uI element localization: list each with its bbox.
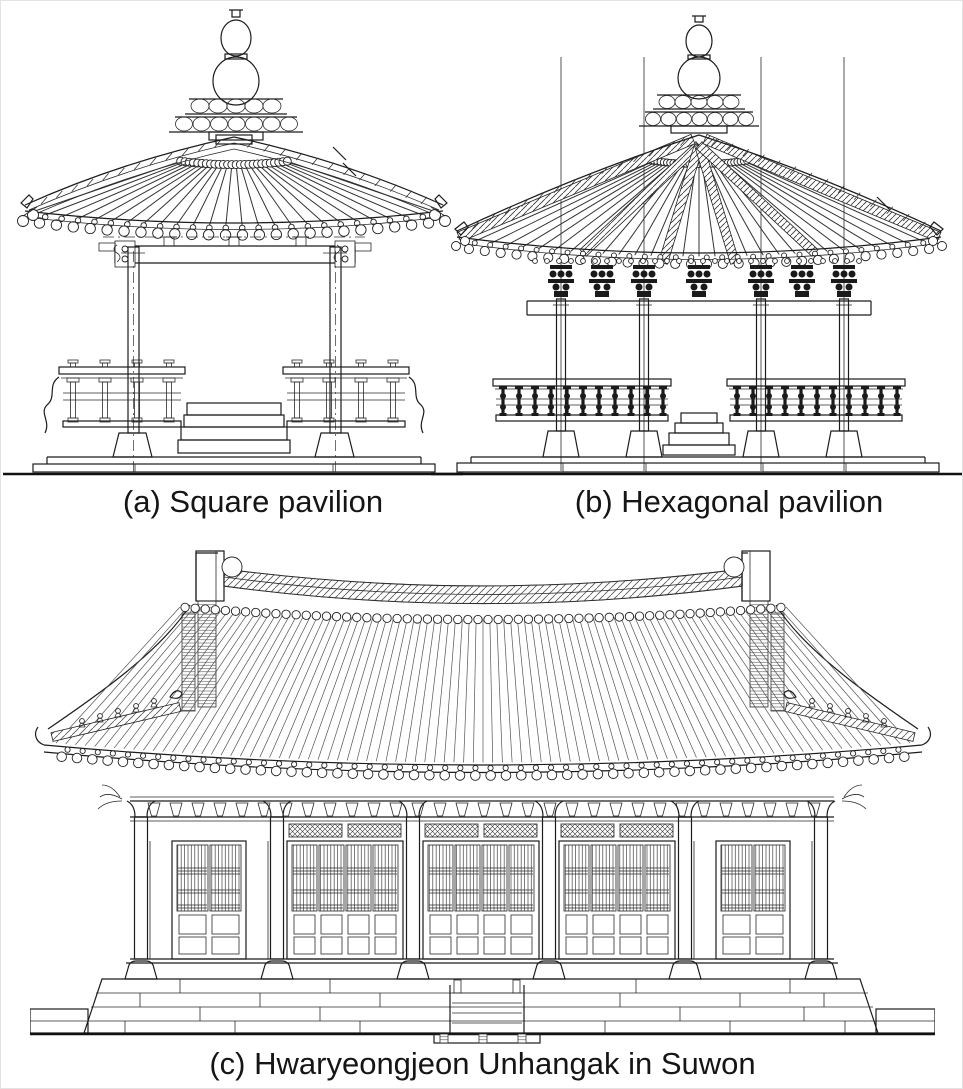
square-pavilion-drawing: [3, 9, 463, 476]
caption-c: (c) Hwaryeongjeon Unhangak in Suwon: [209, 1046, 756, 1081]
caption-b: (b) Hexagonal pavilion: [574, 484, 884, 519]
unhangak-drawing: [30, 550, 935, 1044]
caption-a: (a) Square pavilion: [122, 484, 384, 519]
hexagonal-pavilion-drawing: [431, 15, 962, 476]
